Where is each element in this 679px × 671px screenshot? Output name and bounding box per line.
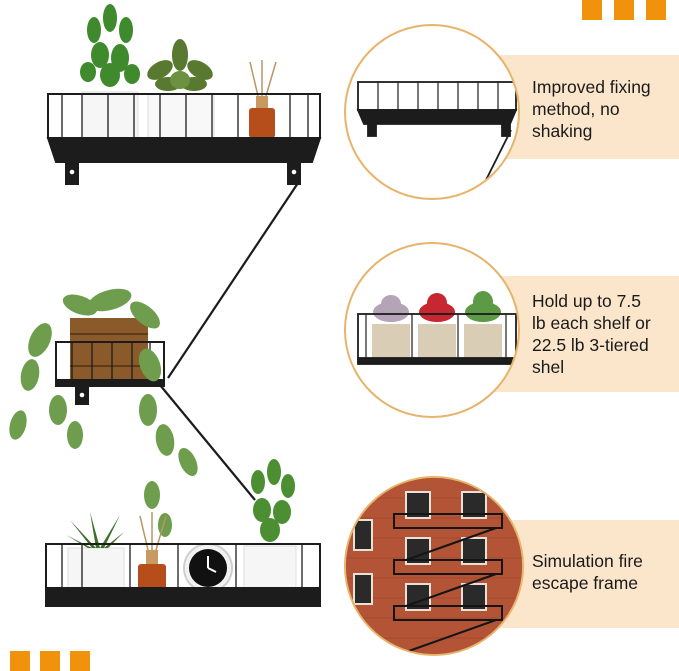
middle-planter	[70, 318, 148, 380]
feature-line: Hold up to 7.5	[532, 291, 641, 311]
connecting-rods	[159, 179, 301, 501]
orange-square	[582, 0, 602, 20]
feature-circle-fixing	[344, 24, 520, 200]
fixing-shelf-closeup-icon	[356, 81, 518, 197]
fire-escape-building-icon	[346, 478, 522, 654]
alarm-clock-icon	[183, 543, 233, 593]
feature-text-frame: Simulation fire escape frame	[532, 550, 643, 594]
top-plant-tall	[80, 4, 140, 139]
feature-circle-frame	[344, 476, 524, 656]
orange-square	[70, 651, 90, 671]
feature-line: shel	[532, 357, 565, 377]
feature-line: Improved fixing	[532, 77, 651, 97]
feature-text-fixing: Improved fixing method, no shaking	[532, 76, 651, 142]
bottom-shelf	[45, 543, 321, 607]
bottom-aloe	[66, 512, 125, 599]
feature-line: lb each shelf or	[532, 313, 651, 333]
orange-square	[40, 651, 60, 671]
feature-text-capacity: Hold up to 7.5 lb each shelf or 22.5 lb …	[532, 290, 651, 378]
top-plant-succulent	[147, 39, 215, 139]
feature-line: 22.5 lb 3-tiered	[532, 335, 649, 355]
succulent-shelf-closeup-icon	[357, 291, 517, 365]
top-shelf	[46, 93, 322, 185]
bottom-plant	[243, 459, 297, 603]
feature-line: escape frame	[532, 573, 639, 593]
orange-square	[646, 0, 666, 20]
reed-diffuser-top	[249, 60, 277, 138]
feature-line: shaking	[532, 121, 593, 141]
pothos-leaves	[9, 288, 198, 537]
product-shelf-illustration	[9, 4, 322, 607]
feature-line: method, no	[532, 99, 620, 119]
feature-circle-capacity	[344, 242, 520, 418]
orange-square	[10, 651, 30, 671]
feature-line: Simulation fire	[532, 551, 643, 571]
orange-square	[614, 0, 634, 20]
